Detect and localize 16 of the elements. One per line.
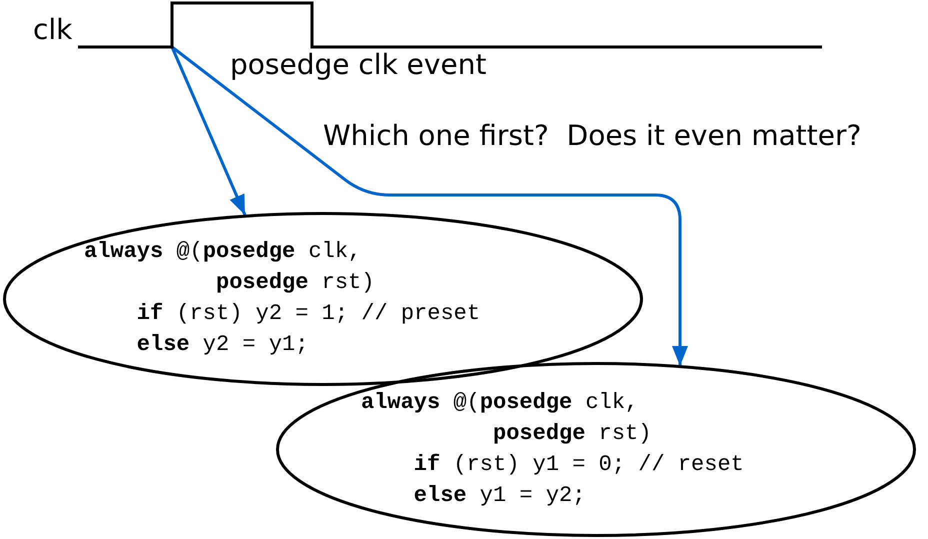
code-line: posedge rst) [216,269,374,297]
code-line: else y2 = y1; [136,331,308,359]
code-ellipse [276,362,916,537]
code-line: always @(posedge clk, [84,238,362,266]
note-text: Which one first? Does it even matter? [323,119,862,153]
signal-label: clk [33,13,72,47]
code-line: posedge rst) [493,420,652,448]
code-line: if (rst) y1 = 0; // reset [414,451,744,479]
code-line: always @(posedge clk, [361,389,638,417]
code-line: else y1 = y2; [414,482,586,510]
code-ellipse [3,212,643,386]
code-line: if (rst) y2 = 1; // preset [136,300,480,328]
clock-waveform [78,1,822,49]
arrow [170,46,246,216]
event-label: posedge clk event [230,48,486,82]
arrow [171,46,688,366]
